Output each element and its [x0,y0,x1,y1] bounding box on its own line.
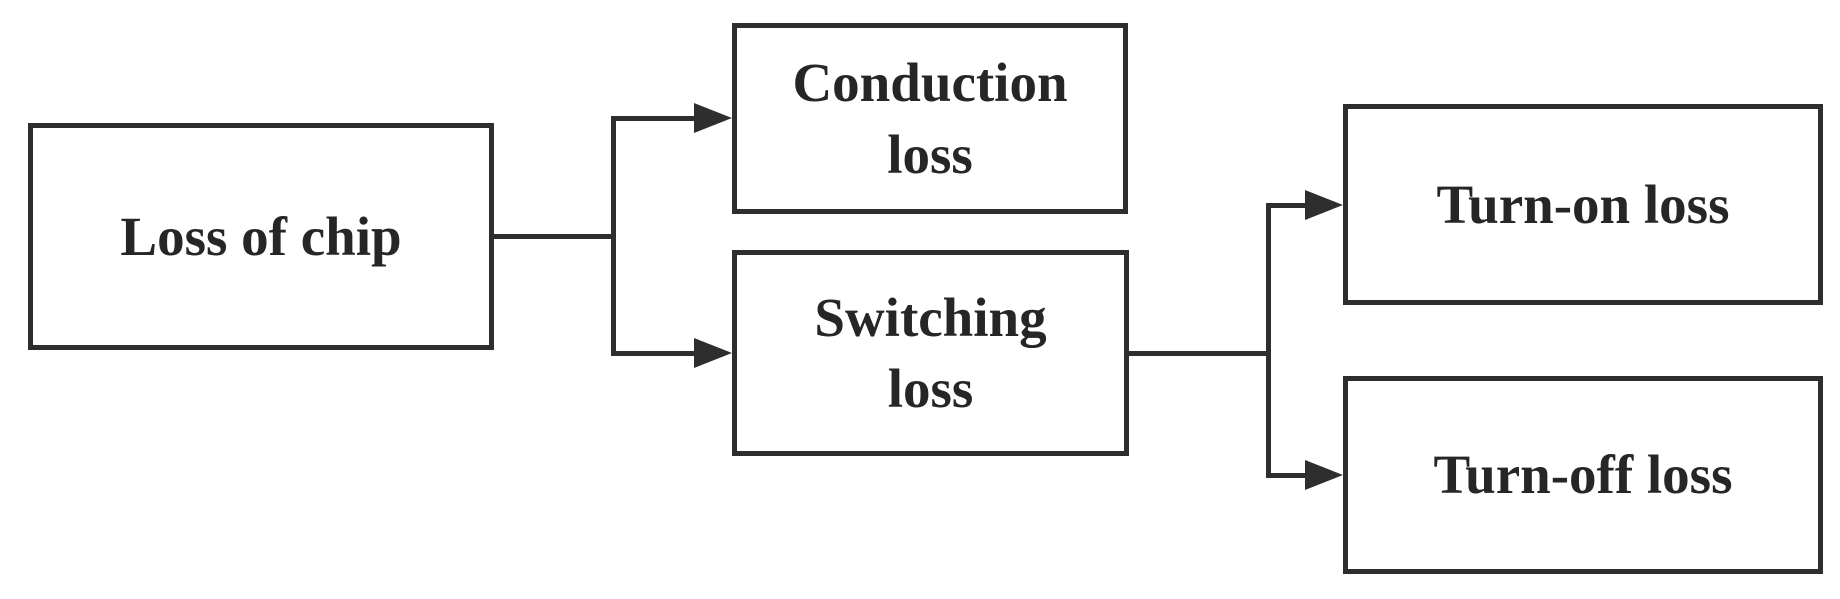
edge-to-turn-off-line [1266,473,1307,478]
edge-to-switching-line [611,351,696,356]
branch2-vertical-line [1266,203,1271,478]
node-switching-loss: Switching loss [732,250,1129,456]
branch1-vertical-line [611,116,616,356]
node-switching-loss-label: Switching loss [814,286,1047,420]
edge-switching-output-line [1129,351,1271,356]
arrowhead-icon [694,338,732,368]
node-loss-of-chip-label: Loss of chip [120,205,402,267]
node-turn-on-loss: Turn-on loss [1343,104,1823,305]
node-turn-on-loss-label: Turn-on loss [1436,173,1730,235]
node-conduction-loss: Conduction loss [732,23,1128,214]
arrowhead-icon [1305,460,1343,490]
edge-to-conduction-line [611,116,696,121]
arrowhead-icon [1305,190,1343,220]
node-conduction-loss-label: Conduction loss [792,52,1068,185]
node-turn-off-loss: Turn-off loss [1343,376,1823,574]
node-loss-of-chip: Loss of chip [28,123,494,350]
node-turn-off-loss-label: Turn-off loss [1433,444,1733,506]
edge-root-output-line [493,234,616,239]
edge-to-turn-on-line [1266,203,1307,208]
arrowhead-icon [694,103,732,133]
